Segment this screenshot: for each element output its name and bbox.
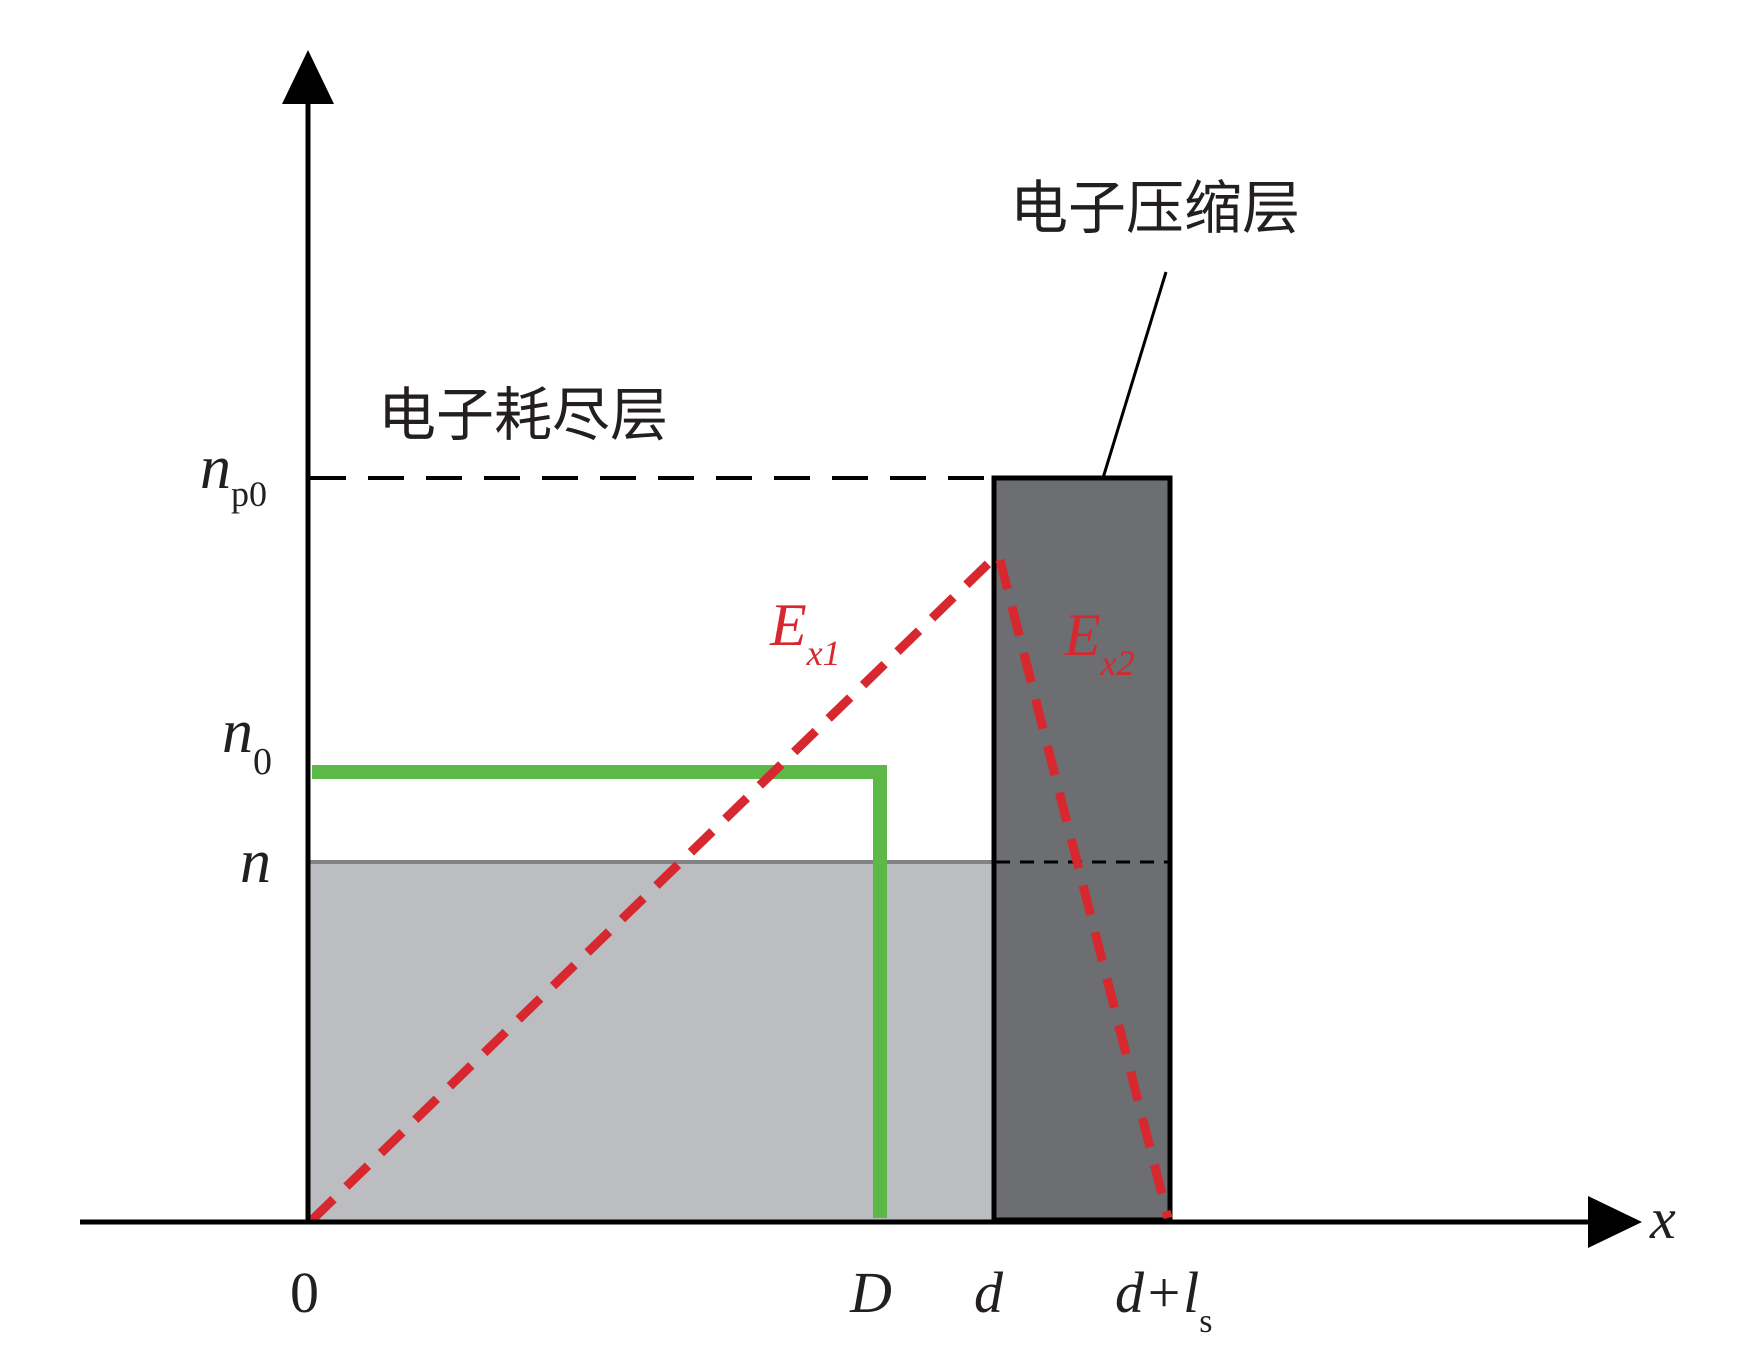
- compression-leader-line: [1101, 271, 1168, 479]
- x-axis-arrowhead: [1588, 1196, 1642, 1248]
- ex1-label: Ex1: [769, 592, 841, 673]
- compression-layer-label: 电子压缩层: [1010, 174, 1300, 242]
- ex1-field-line: [308, 554, 998, 1224]
- y-axis-arrowhead: [282, 50, 334, 104]
- tick-0-label: 0: [290, 1260, 319, 1325]
- depletion-region: [310, 862, 996, 1220]
- ex2-label: Ex2: [1063, 602, 1135, 683]
- tick-D-label: D: [849, 1260, 892, 1325]
- tick-d-label: d: [974, 1260, 1004, 1325]
- green-n0-profile: [312, 765, 887, 1218]
- x-axis-label: x: [1649, 1186, 1676, 1251]
- compression-layer-bar: [991, 475, 1173, 1223]
- tick-dls-label: d+ls: [1115, 1260, 1213, 1340]
- depletion-layer-label: 电子耗尽层: [378, 381, 668, 449]
- n0-label: n0: [222, 698, 272, 783]
- n-label: n: [240, 828, 271, 896]
- np0-label: np0: [200, 434, 267, 514]
- ex2-field-line: [995, 558, 1173, 1220]
